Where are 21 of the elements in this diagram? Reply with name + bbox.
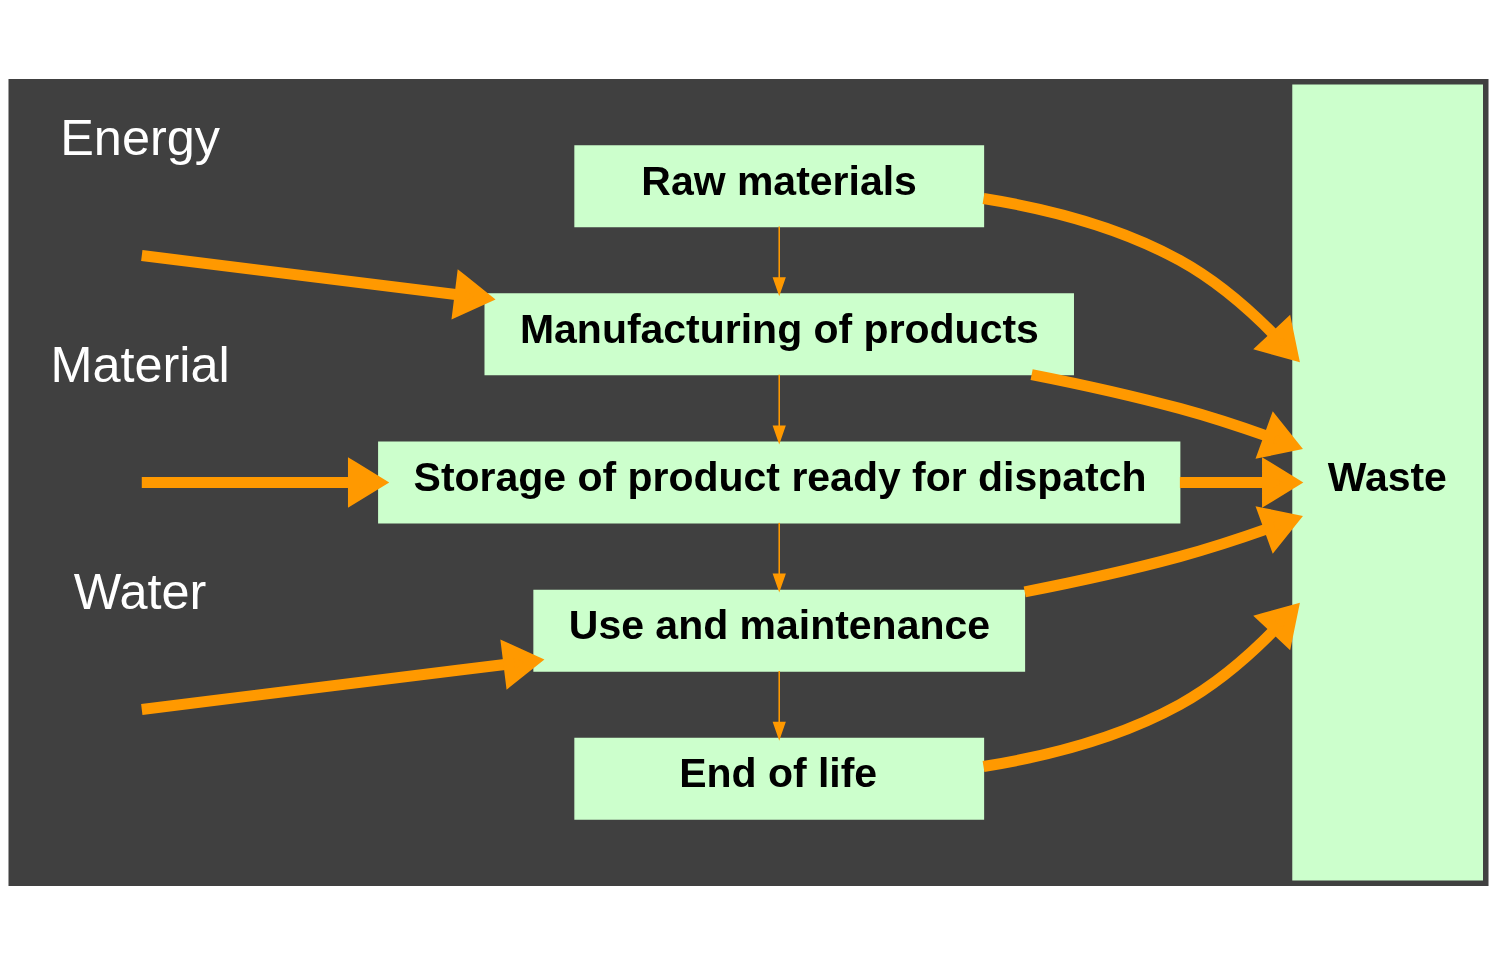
arrow [141, 249, 496, 319]
arrow [772, 225, 786, 296]
node-box: Raw materials [574, 144, 985, 227]
arrow [772, 521, 786, 593]
arrow [982, 192, 1300, 362]
label: Water [73, 562, 207, 620]
arrow [1030, 368, 1303, 459]
arrow [1179, 456, 1304, 508]
arrow [1023, 505, 1303, 597]
arrow [772, 669, 786, 741]
arrow [772, 373, 786, 444]
node-box: Manufacturing of products [484, 292, 1074, 375]
node-box: Storage of product ready for dispatch [378, 441, 1181, 523]
label: Energy [60, 108, 220, 166]
arrow [141, 456, 390, 508]
arrow [982, 602, 1300, 772]
node-box: Use and maintenance [533, 589, 1026, 672]
node-box: End of life [574, 737, 985, 820]
node-box: Waste [1292, 84, 1483, 880]
arrow [141, 639, 545, 715]
label: Material [50, 335, 230, 393]
